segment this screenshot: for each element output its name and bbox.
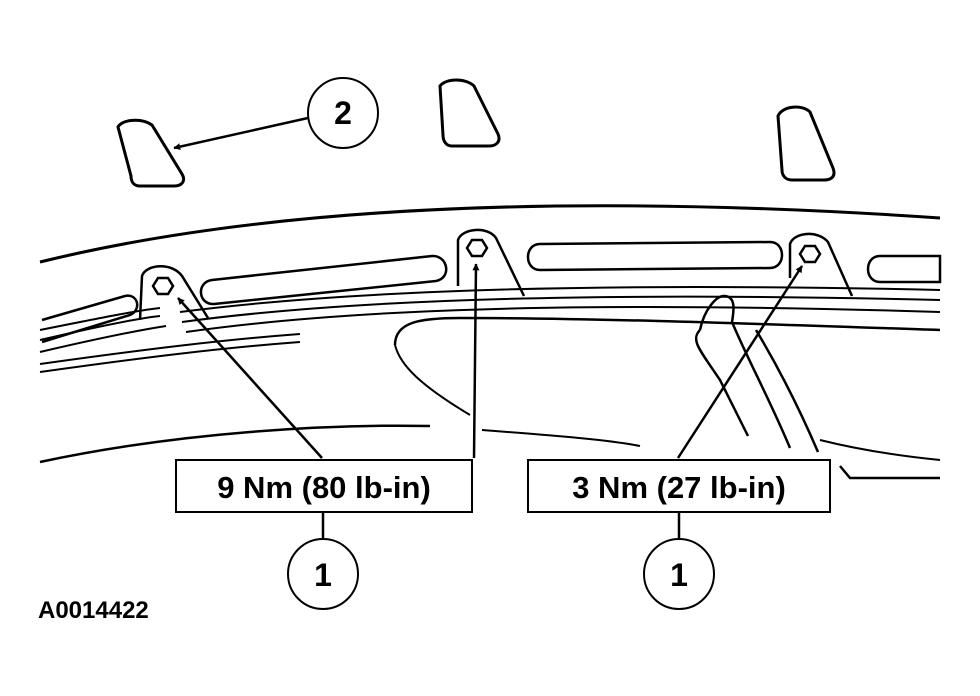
- retainer-clip-right: [776, 105, 836, 182]
- torque-spec-3nm: 3 Nm (27 lb-in): [527, 459, 831, 513]
- callout-2: 2: [307, 77, 379, 149]
- panel-slots: [41, 240, 942, 344]
- leader-2: [173, 116, 309, 151]
- bolt-left: [151, 276, 175, 296]
- leader-3nm: [676, 265, 804, 459]
- slot-4: [866, 254, 942, 284]
- boss-middle: [456, 228, 526, 297]
- leader-9nm-left: [177, 297, 323, 459]
- retainer-clip-middle: [438, 78, 501, 148]
- callout-1-right-number: 1: [670, 557, 688, 593]
- callout-1-left-number: 1: [314, 557, 332, 593]
- bolts: [151, 238, 822, 296]
- callout-1-left: 1: [287, 538, 359, 610]
- slot-3: [526, 240, 784, 272]
- slot-2: [199, 254, 448, 306]
- torque-spec-9nm: 9 Nm (80 lb-in): [175, 459, 473, 513]
- leader-lines: [173, 116, 804, 545]
- bolt-middle: [465, 238, 489, 258]
- slot-1: [41, 294, 139, 344]
- fastener-bosses: [138, 228, 854, 321]
- retainer-clips: [116, 78, 836, 188]
- wiper-arm: [694, 294, 820, 453]
- boss-right: [788, 232, 854, 297]
- cowl-panel: [39, 204, 941, 480]
- figure-id: A0014422: [38, 597, 149, 624]
- torque-spec-9nm-text: 9 Nm (80 lb-in): [217, 470, 431, 505]
- callout-1-right: 1: [643, 538, 715, 610]
- leader-9nm-right: [472, 263, 480, 459]
- boss-left: [138, 265, 210, 321]
- callout-2-number: 2: [334, 95, 352, 131]
- retainer-clip-left: [116, 118, 186, 188]
- bolt-right: [798, 244, 822, 264]
- torque-spec-3nm-text: 3 Nm (27 lb-in): [572, 470, 786, 505]
